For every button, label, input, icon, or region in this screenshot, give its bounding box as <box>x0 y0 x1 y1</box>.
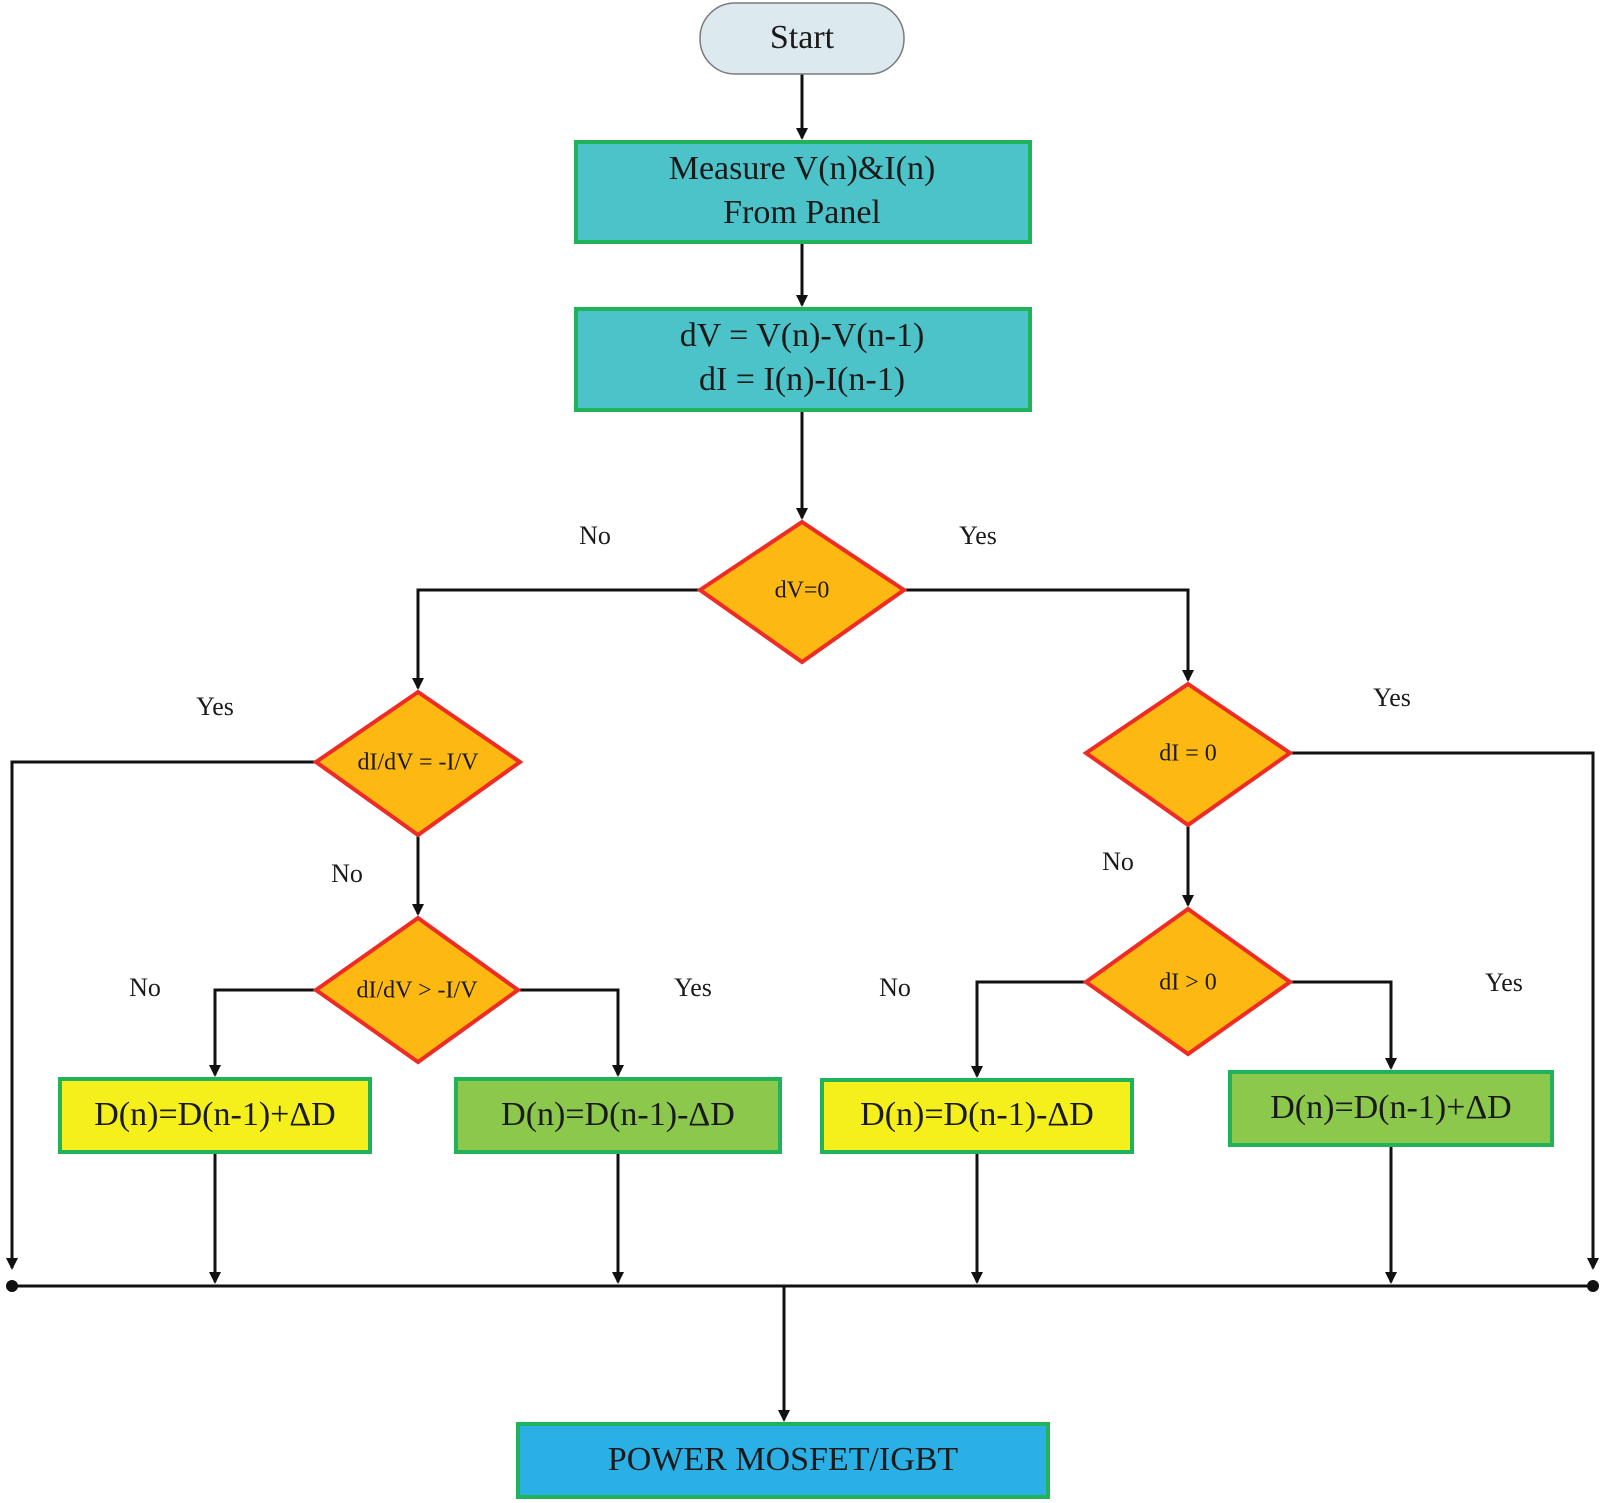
action-right-decrease: D(n)=D(n-1)-ΔD <box>820 1078 1134 1154</box>
dv0-label: dV=0 <box>775 578 830 604</box>
measure-label-line1: Measure V(n)&I(n) <box>669 150 936 187</box>
edge-di0-yes <box>1290 751 1599 1270</box>
label-inc-eq-yes: Yes <box>196 692 234 721</box>
label-di0-no: No <box>1102 847 1134 876</box>
di0-label: dI = 0 <box>1159 741 1217 767</box>
start-label: Start <box>770 19 835 56</box>
act-left-inc-shape <box>58 1077 372 1154</box>
bus-junction-left <box>6 1280 18 1292</box>
diff-label-line2: dI = I(n)-I(n-1) <box>699 361 905 398</box>
act-left-inc-label: D(n)=D(n-1)+ΔD <box>94 1096 336 1133</box>
act-left-dec-label: D(n)=D(n-1)-ΔD <box>501 1096 735 1133</box>
node-diff: dV = V(n)-V(n-1) dI = I(n)-I(n-1) <box>574 307 1032 412</box>
inc-gt-label: dI/dV > -I/V <box>356 978 478 1004</box>
node-start: Start <box>699 2 905 75</box>
edge-inc-gt-no <box>209 988 316 1077</box>
output-shape <box>516 1422 1050 1499</box>
decision-inc-eq: dI/dV = -I/V <box>312 689 524 838</box>
label-digt0-no: No <box>879 973 911 1002</box>
inc-gt-diamond <box>312 915 522 1065</box>
edge-inc-eq-yes <box>6 760 316 1270</box>
label-di0-yes: Yes <box>1373 683 1411 712</box>
action-right-increase: D(n)=D(n-1)+ΔD <box>1228 1070 1554 1147</box>
diff-process-shape <box>574 307 1032 412</box>
decision-di0: dI = 0 <box>1082 681 1294 828</box>
bus-junction-right <box>1587 1280 1599 1292</box>
label-inc-eq-no: No <box>331 859 363 888</box>
inc-eq-label: dI/dV = -I/V <box>357 750 479 776</box>
label-inc-gt-yes: Yes <box>674 973 712 1002</box>
edge-dv0-yes <box>904 588 1194 682</box>
act-right-dec-label: D(n)=D(n-1)-ΔD <box>860 1096 1094 1133</box>
output-label: POWER MOSFET/IGBT <box>608 1441 959 1478</box>
dv0-diamond <box>696 519 908 665</box>
measure-process-shape <box>574 140 1032 244</box>
action-left-increase: D(n)=D(n-1)+ΔD <box>58 1077 372 1154</box>
action-left-decrease: D(n)=D(n-1)-ΔD <box>454 1077 782 1154</box>
label-dv0-no: No <box>579 521 611 550</box>
edge-digt0-yes <box>1290 980 1397 1070</box>
digt0-diamond <box>1082 906 1294 1057</box>
decision-inc-gt: dI/dV > -I/V <box>312 915 522 1065</box>
edge-labels: No Yes Yes No No Yes Yes No No Yes <box>129 521 1523 1002</box>
act-right-inc-shape <box>1228 1070 1554 1147</box>
di0-diamond <box>1082 681 1294 828</box>
act-left-dec-shape <box>454 1077 782 1154</box>
digt0-label: dI > 0 <box>1159 970 1217 996</box>
label-digt0-yes: Yes <box>1485 968 1523 997</box>
label-dv0-yes: Yes <box>959 521 997 550</box>
node-output: POWER MOSFET/IGBT <box>516 1422 1050 1499</box>
edge-inc-gt-yes <box>518 988 624 1077</box>
decision-digt0: dI > 0 <box>1082 906 1294 1057</box>
act-right-dec-shape <box>820 1078 1134 1154</box>
diff-label-line1: dV = V(n)-V(n-1) <box>680 317 925 354</box>
start-terminal-shape <box>699 2 905 75</box>
act-right-inc-label: D(n)=D(n-1)+ΔD <box>1270 1089 1512 1126</box>
label-inc-gt-no: No <box>129 973 161 1002</box>
node-measure: Measure V(n)&I(n) From Panel <box>574 140 1032 244</box>
edge-dv0-no <box>412 588 700 690</box>
measure-label-line2: From Panel <box>723 194 881 231</box>
connectors <box>6 74 1599 1422</box>
edge-digt0-no <box>971 980 1086 1078</box>
inc-eq-diamond <box>312 689 524 838</box>
decision-dv0: dV=0 <box>696 519 908 665</box>
